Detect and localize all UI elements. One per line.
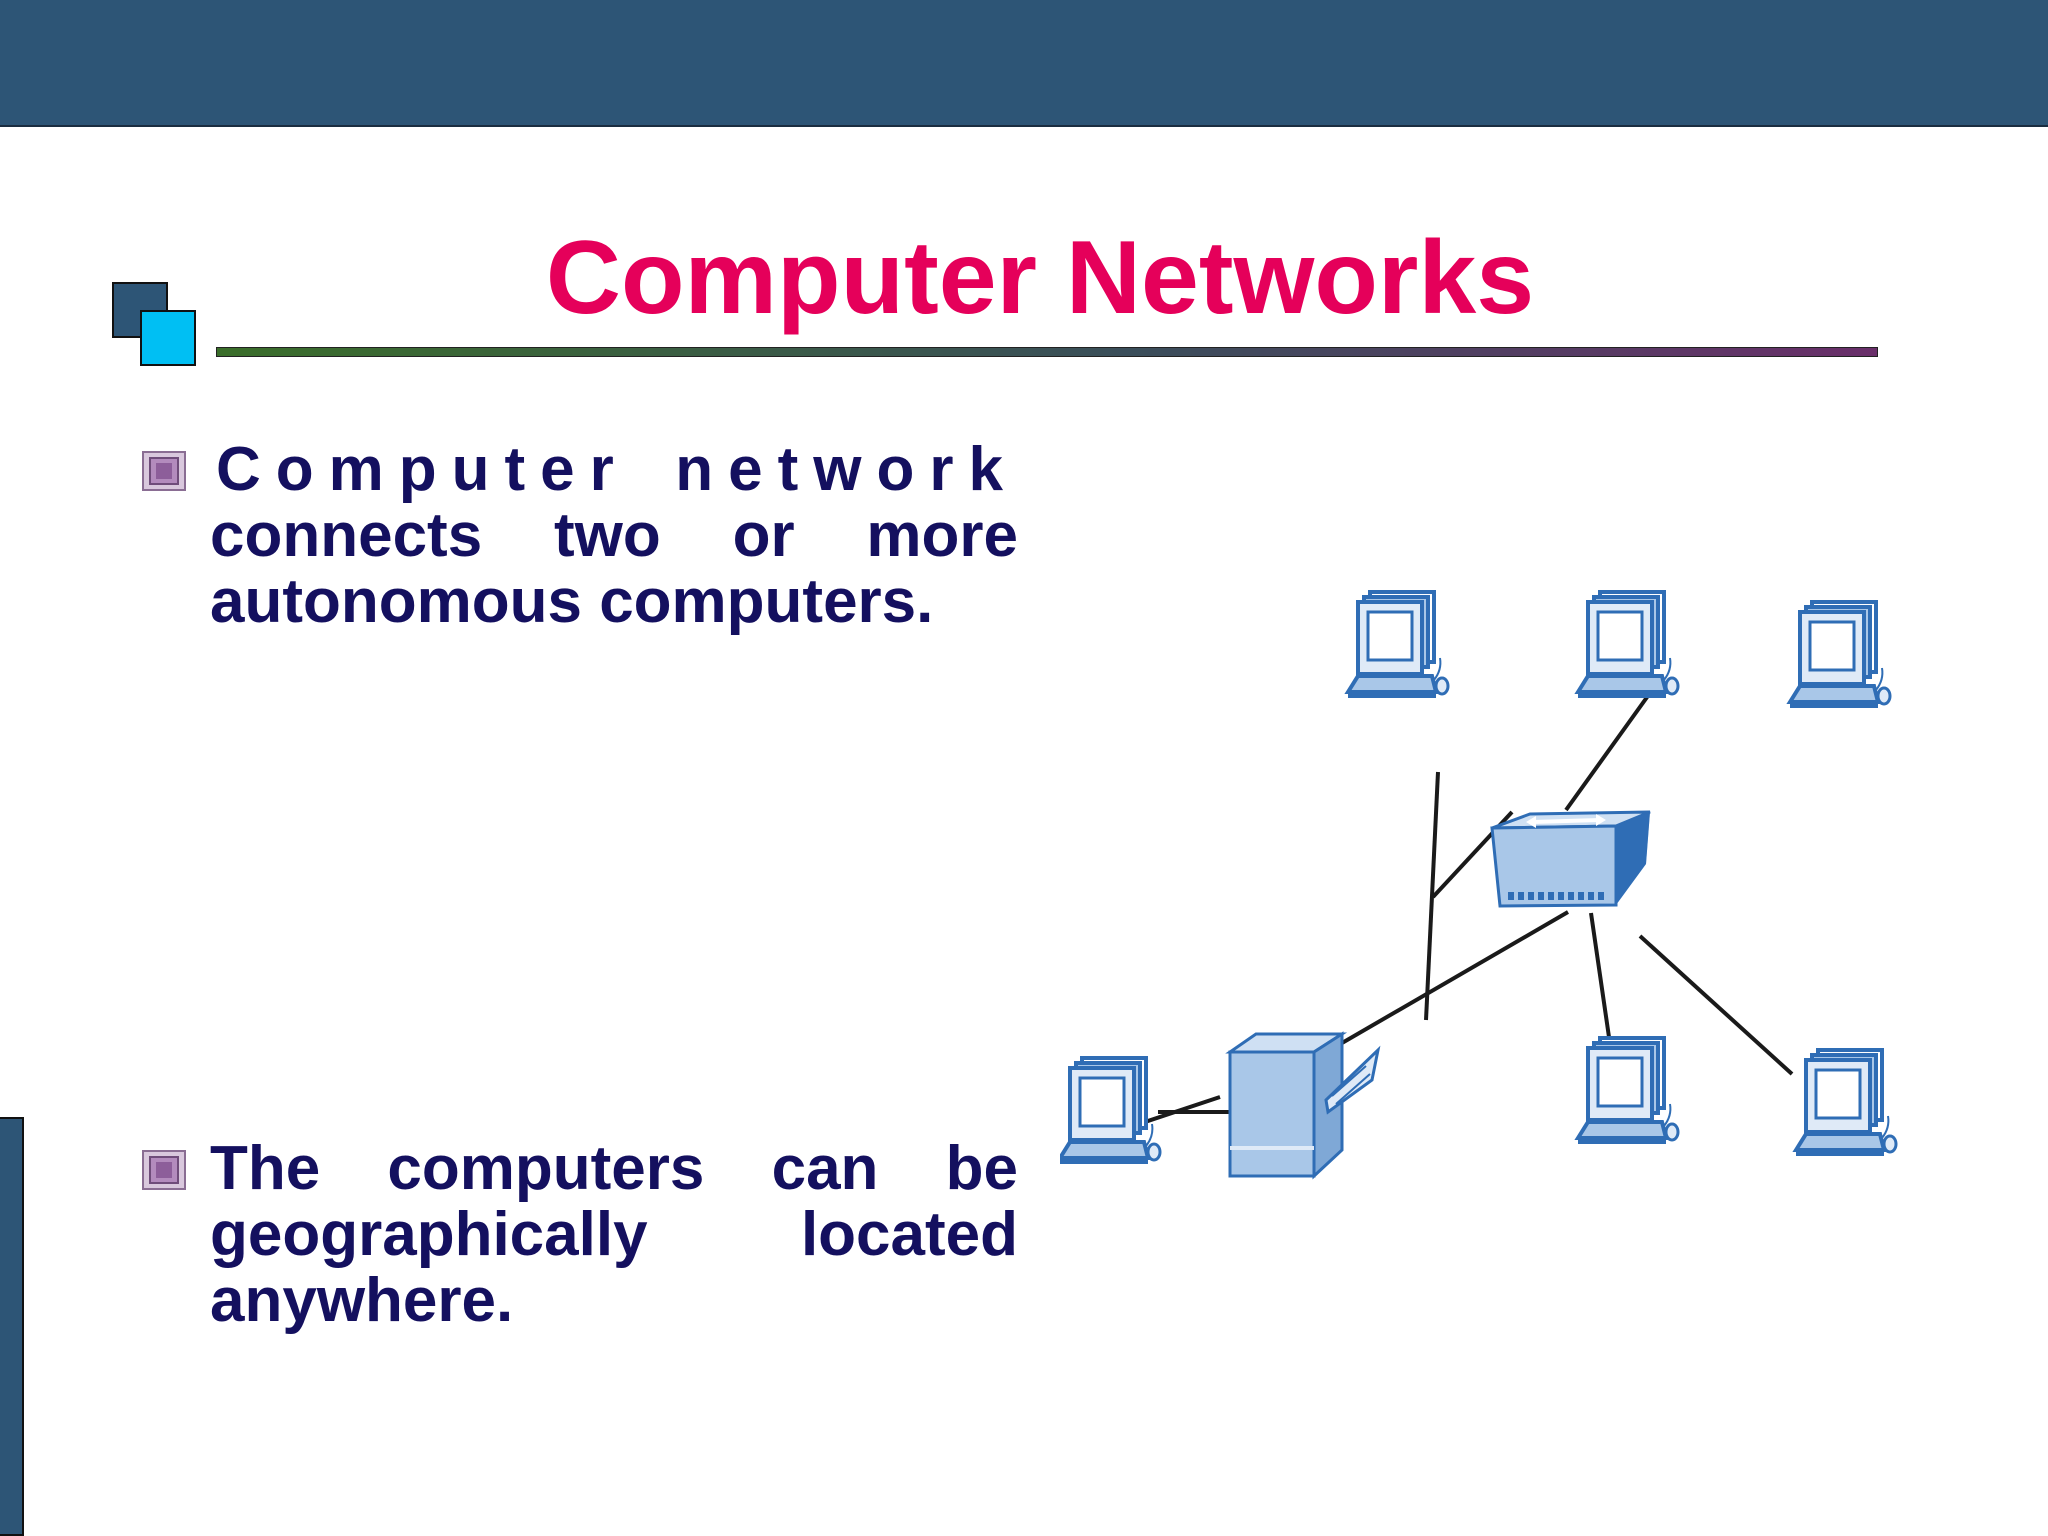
link: [1564, 691, 1652, 812]
computer-icon: [1576, 1036, 1680, 1146]
link: [1638, 934, 1794, 1076]
left-accent-bar: [0, 1117, 24, 1536]
title-squares-icon: [112, 282, 202, 372]
bullet-text: connects two or more autonomous computer…: [210, 501, 1018, 636]
bullet-item: The computers can be geographically loca…: [142, 1134, 1018, 1335]
header-bar: [0, 0, 2048, 127]
bullet-icon: [142, 1150, 186, 1190]
slide-title: Computer Networks: [545, 220, 1535, 336]
network-diagram: [1060, 590, 1898, 1180]
bullet-line-1: Computer network: [216, 435, 1018, 504]
computer-icon: [1794, 1048, 1898, 1158]
bullet-item: Computer network connects two or more au…: [142, 435, 1018, 636]
computer-icon: [1788, 600, 1892, 710]
square-front: [140, 310, 196, 366]
switch-icon: [1490, 810, 1651, 908]
computer-icon: [1060, 1056, 1162, 1166]
computer-icon: [1346, 590, 1450, 700]
computer-icon: [1576, 590, 1680, 700]
bullet-icon: [142, 451, 186, 491]
link: [1589, 912, 1612, 1045]
bullet-text: The computers can be geographically loca…: [210, 1134, 1018, 1335]
server-icon: [1225, 1031, 1381, 1180]
title-underline: [216, 347, 1878, 357]
